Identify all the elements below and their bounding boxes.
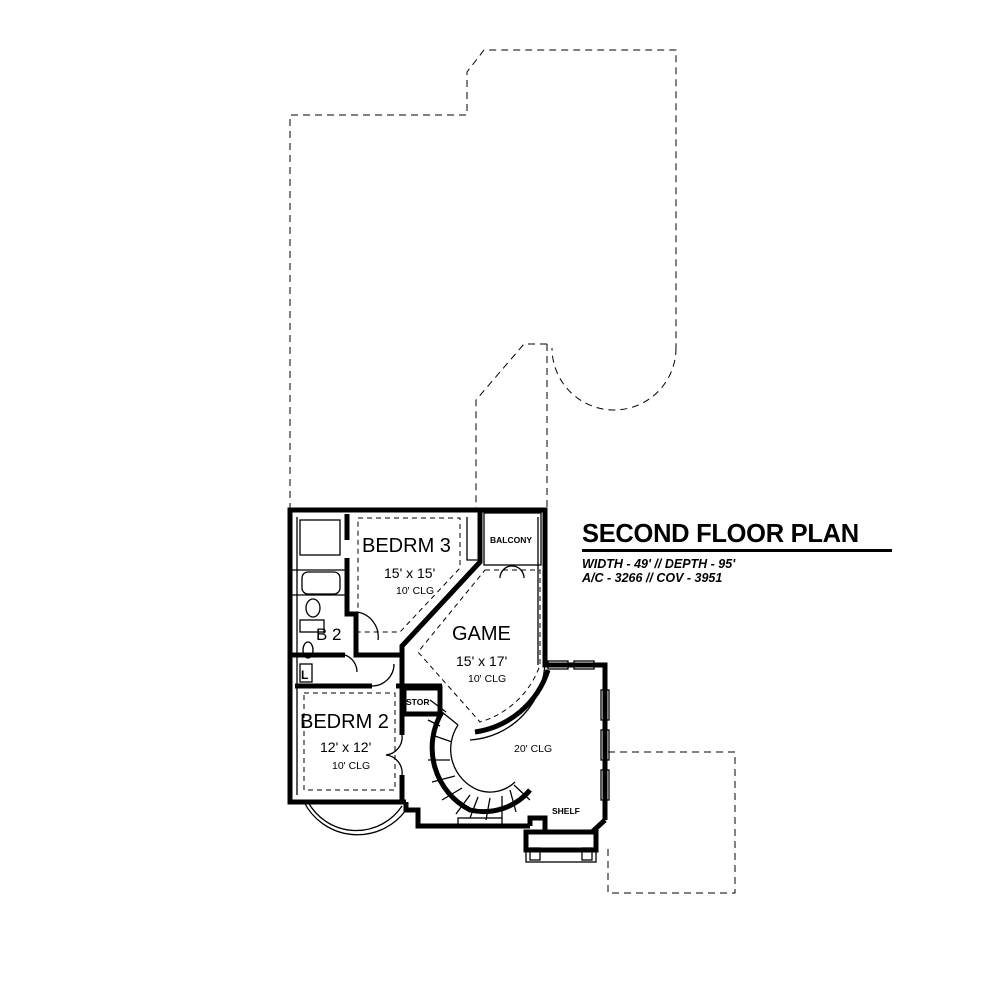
game-ceiling: 10' CLG: [468, 673, 506, 685]
lower-floor-outline: [289, 49, 736, 894]
game-name: GAME: [452, 623, 511, 645]
entry-bay: [523, 829, 599, 863]
bedrm3-size: 15' x 15': [384, 565, 435, 581]
bedrm2-ceiling: 10' CLG: [332, 760, 370, 772]
plan-dimensions: WIDTH - 49' // DEPTH - 95': [582, 557, 736, 571]
bedrm2-size: 12' x 12': [320, 739, 371, 755]
bath2-name: B 2: [316, 625, 342, 644]
storage-label: STOR: [406, 697, 429, 707]
ceiling-lines: [303, 517, 541, 791]
shelf-label: SHELF: [552, 806, 580, 816]
bedrm3-ceiling: 10' CLG: [396, 585, 434, 597]
bathroom-fixtures: [299, 519, 341, 683]
title-block: SECOND FLOOR PLAN WIDTH - 49' // DEPTH -…: [582, 519, 902, 585]
title-underline: [582, 549, 892, 552]
plan-title: SECOND FLOOR PLAN: [582, 520, 859, 548]
storage-closet: [401, 685, 443, 717]
plan-area: A/C - 3266 // COV - 3951: [582, 571, 723, 585]
exterior-walls: [287, 507, 608, 835]
linen-label: L: [301, 668, 308, 682]
balcony: [483, 512, 542, 579]
foyer-ceiling: 20' CLG: [514, 743, 552, 755]
game-size: 15' x 17': [456, 653, 507, 669]
bedroom2-bay: [303, 734, 407, 836]
bedrm2-name: BEDRM 2: [300, 711, 389, 733]
bedrm3-name: BEDRM 3: [362, 535, 451, 557]
interior-walls: [290, 510, 483, 800]
spiral-staircase: [427, 659, 551, 827]
balcony-label: BALCONY: [490, 535, 532, 545]
windows: [547, 660, 610, 801]
